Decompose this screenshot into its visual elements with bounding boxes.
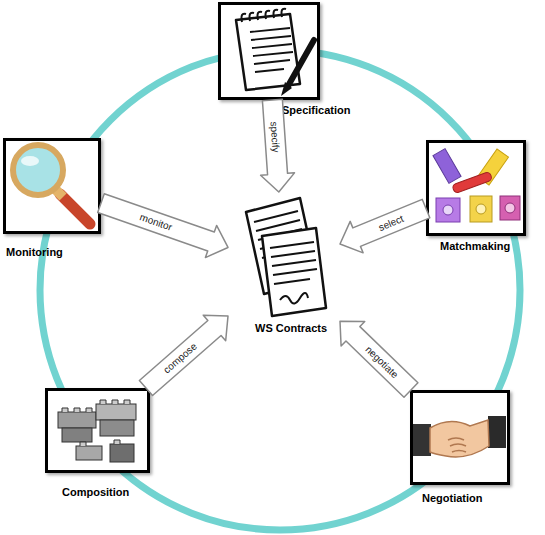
- node-label: Monitoring: [6, 246, 63, 259]
- bricks-icon: [58, 400, 136, 462]
- cube-hole: [505, 203, 515, 213]
- red-cylinder: [452, 171, 493, 193]
- negotiation-box: Negotiation: [410, 390, 510, 485]
- brick: [110, 444, 134, 462]
- front-sheet: [262, 228, 326, 316]
- pen-tip: [281, 82, 292, 96]
- yellow-bar: [478, 149, 509, 185]
- matchmaking-box: Matchmaking: [426, 140, 526, 236]
- magnifier-lens: [13, 145, 63, 195]
- lifecycle-ring: [40, 50, 520, 530]
- finger-lines: [448, 438, 466, 452]
- node-label: Negotiation: [422, 492, 483, 505]
- node-label: WS Contracts: [255, 322, 327, 335]
- node-label: Specification: [282, 104, 350, 117]
- purple-cube: [436, 198, 460, 222]
- magnifier-icon: [13, 145, 90, 224]
- right-sleeve: [488, 416, 506, 448]
- sheet-lines: [254, 211, 304, 258]
- purple-bar: [433, 149, 461, 184]
- signature-scribble: [280, 293, 308, 304]
- edge-label: specify: [268, 121, 281, 153]
- edge-label: select: [377, 213, 405, 233]
- flow-arrow: [261, 99, 295, 192]
- pink-cube: [500, 196, 520, 220]
- blocks-icon: [433, 149, 520, 222]
- cube-hole: [443, 205, 453, 215]
- lens-glint: [21, 156, 39, 166]
- composition-box: Composition: [45, 388, 150, 473]
- magnifier-collar: [53, 187, 63, 197]
- edge-label: monitor: [138, 212, 173, 233]
- brick: [76, 446, 102, 460]
- notepad-sheet: [236, 14, 300, 90]
- sheet-lines: [270, 242, 317, 284]
- brick: [58, 412, 96, 428]
- clasped-hands: [430, 420, 489, 457]
- flow-arrow: [98, 194, 228, 258]
- flow-arrow: [340, 199, 430, 253]
- flow-arrow: [139, 315, 228, 395]
- handshake-icon: [413, 416, 506, 457]
- brick: [100, 420, 134, 436]
- notepad-icon: [236, 9, 314, 96]
- documents-icon: [246, 198, 326, 316]
- specification-box: Specification: [218, 2, 320, 100]
- notepad-lines: [250, 28, 293, 72]
- cube-hole: [476, 204, 486, 214]
- node-label: Composition: [62, 486, 129, 499]
- brick-studs: [62, 400, 130, 446]
- edge-label: negotiate: [363, 344, 400, 381]
- edge-label: compose: [161, 340, 199, 375]
- left-sleeve: [413, 424, 431, 456]
- notepad-spiral: [242, 9, 287, 22]
- yellow-cube: [470, 196, 492, 222]
- flow-arrow: [340, 321, 418, 397]
- node-label: Matchmaking: [440, 240, 510, 253]
- back-sheet: [246, 198, 318, 294]
- pen-body: [288, 40, 314, 86]
- magnifier-handle: [60, 194, 90, 224]
- monitoring-box: Monitoring: [3, 138, 101, 234]
- brick: [96, 404, 136, 420]
- contracts-node: WS Contracts: [228, 192, 340, 342]
- brick: [62, 428, 92, 442]
